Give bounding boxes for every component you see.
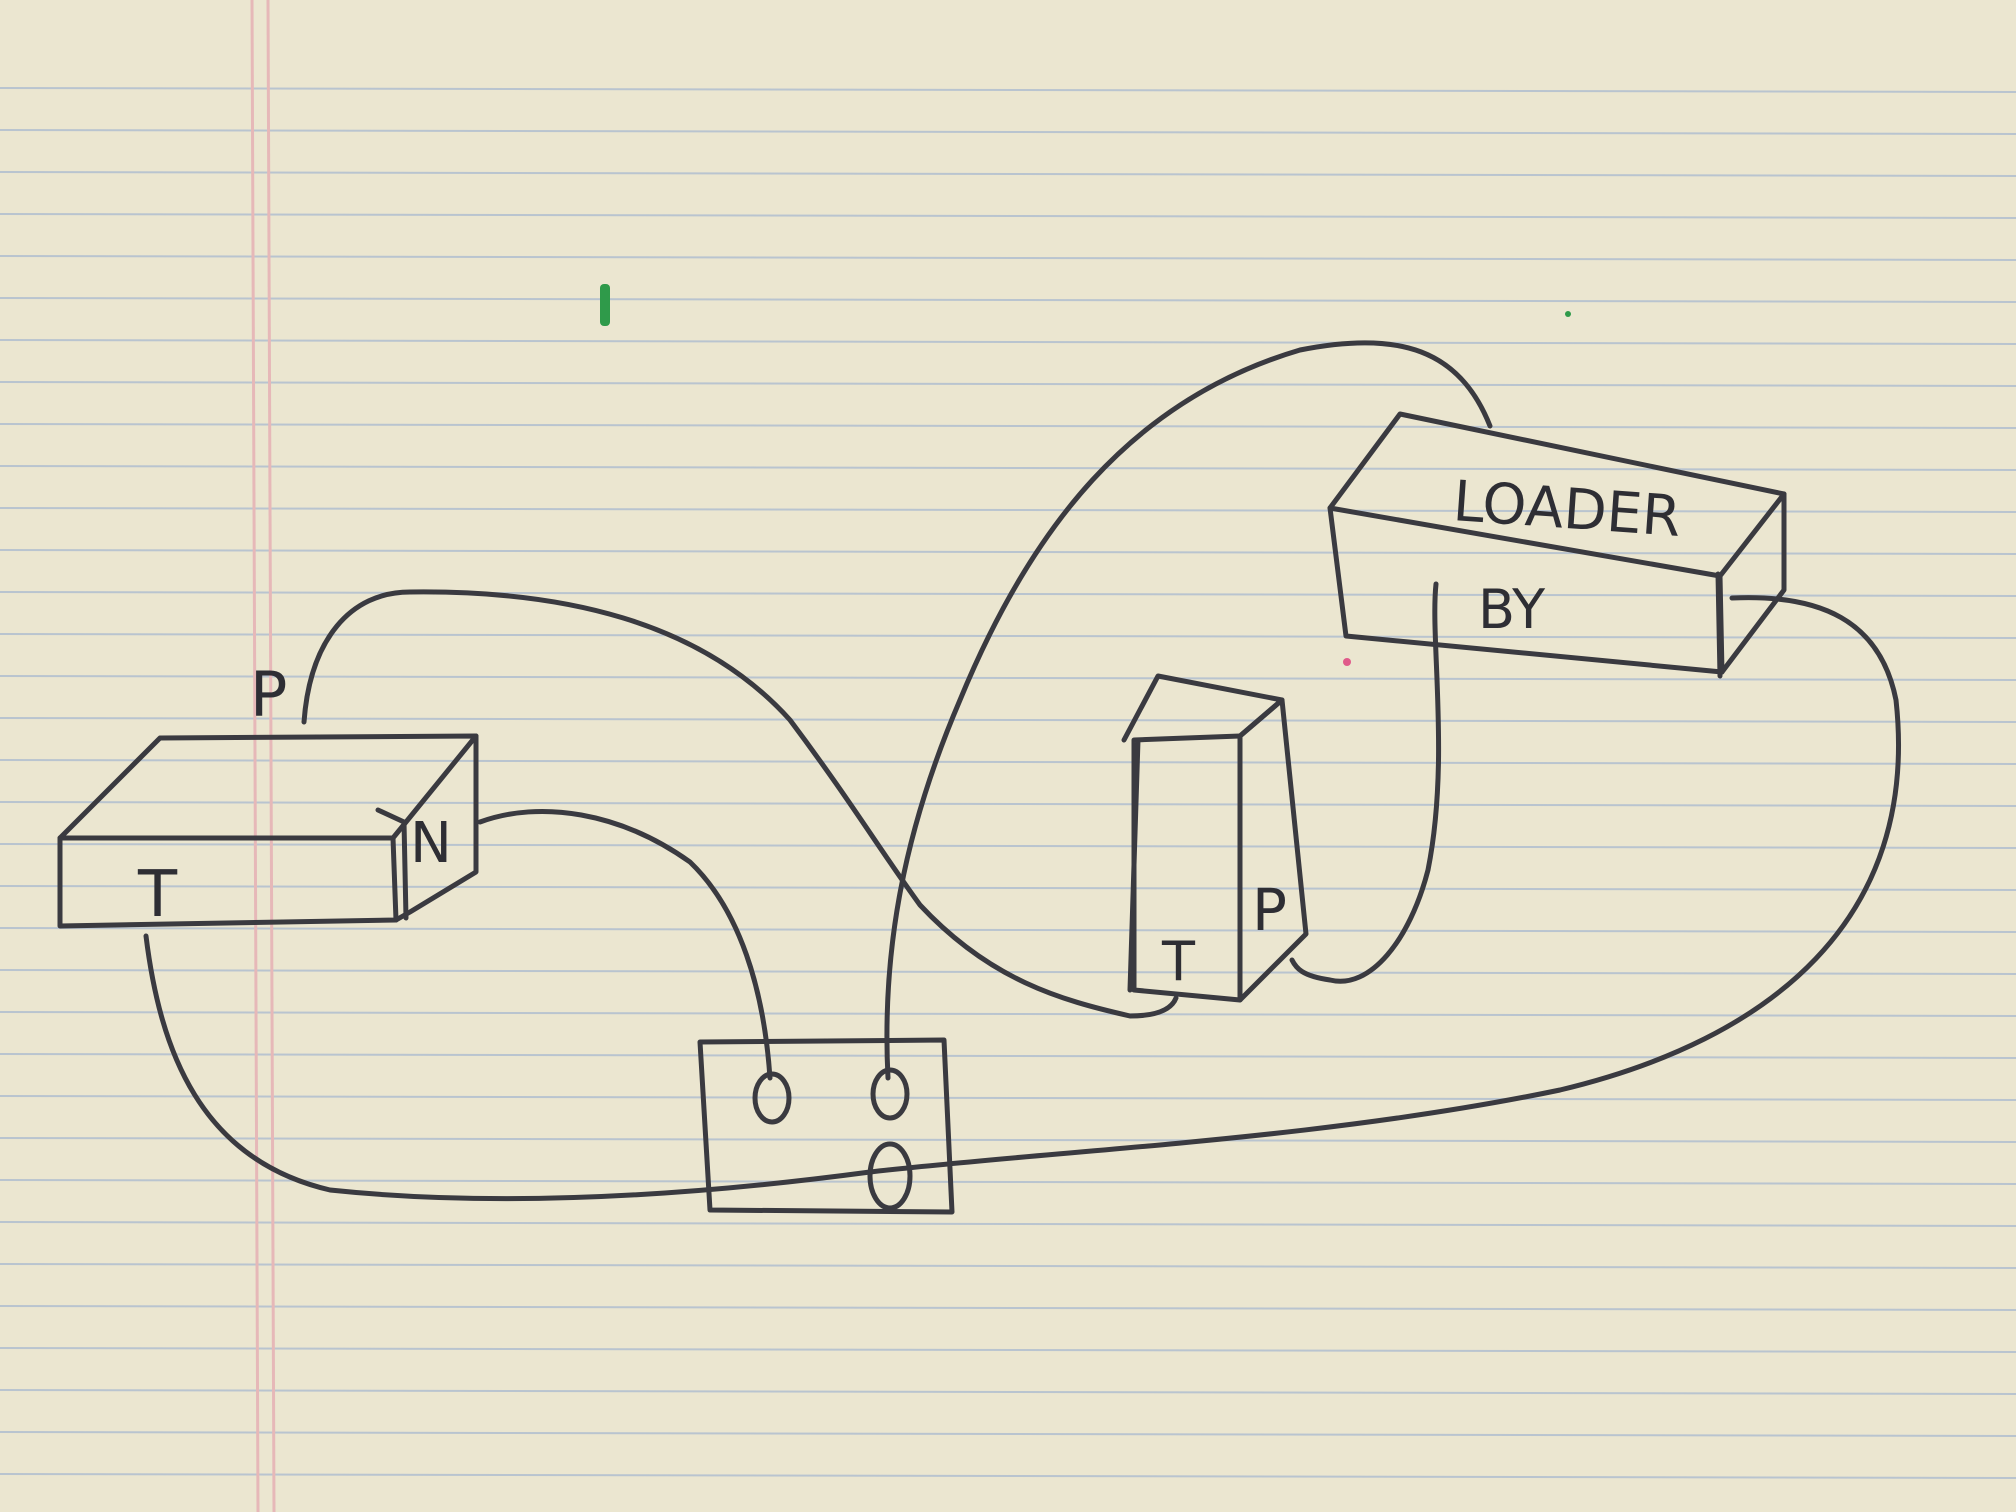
pink-dot bbox=[1343, 658, 1351, 666]
rule-line bbox=[0, 1431, 2016, 1437]
rule-line bbox=[0, 927, 2016, 933]
loader-box-top-label: LOADER bbox=[1451, 469, 1683, 550]
rule-line bbox=[0, 885, 2016, 891]
rule-line bbox=[0, 843, 2016, 849]
rule-line bbox=[0, 1305, 2016, 1311]
rule-line bbox=[0, 465, 2016, 471]
wire-outlet-to-loader bbox=[884, 340, 1493, 1081]
outlet-ground-slot bbox=[867, 1141, 913, 1211]
middle-box-front-label: T bbox=[1161, 930, 1196, 993]
middle-box: T P bbox=[1121, 673, 1309, 1003]
loader-box-front-label: BY bbox=[1478, 578, 1546, 641]
rule-line bbox=[0, 591, 2016, 597]
loader-box: LOADER BY bbox=[1327, 411, 1787, 679]
rule-line bbox=[0, 1179, 2016, 1185]
rule-line bbox=[0, 171, 2016, 177]
rule-line bbox=[0, 213, 2016, 219]
left-box-front-label: T bbox=[137, 858, 178, 932]
rule-line bbox=[0, 675, 2016, 681]
green-mark bbox=[600, 284, 610, 326]
rule-line bbox=[0, 717, 2016, 723]
rule-line bbox=[0, 87, 2016, 93]
rule-line bbox=[0, 1473, 2016, 1479]
middle-box-side-label: P bbox=[1252, 876, 1287, 944]
rule-line bbox=[0, 1263, 2016, 1269]
ruled-lines bbox=[0, 87, 2016, 1479]
rule-line bbox=[0, 381, 2016, 387]
wires bbox=[143, 340, 1902, 1202]
rule-line bbox=[0, 297, 2016, 303]
left-box-top-label: P bbox=[250, 658, 287, 731]
wire-left-t-to-loader-ground bbox=[143, 595, 1902, 1202]
rule-line bbox=[0, 759, 2016, 765]
rule-line bbox=[0, 423, 2016, 429]
wire-left-p-to-middle-t bbox=[301, 589, 1179, 1019]
rule-line bbox=[0, 507, 2016, 513]
rule-line bbox=[0, 1347, 2016, 1353]
wire-loader-by-to-middle-p bbox=[1289, 581, 1442, 984]
rule-line bbox=[0, 1095, 2016, 1101]
rule-line bbox=[0, 129, 2016, 135]
rule-line bbox=[0, 1053, 2016, 1059]
rule-line bbox=[0, 549, 2016, 555]
left-box: P T N bbox=[57, 658, 479, 932]
margin-lines bbox=[250, 0, 276, 1512]
rule-line bbox=[0, 1389, 2016, 1395]
rule-line bbox=[0, 339, 2016, 345]
rule-line bbox=[0, 1221, 2016, 1227]
left-box-side-label: N bbox=[410, 811, 452, 876]
rule-line bbox=[0, 633, 2016, 639]
rule-line bbox=[0, 1011, 2016, 1017]
green-dot bbox=[1565, 311, 1571, 317]
rule-line bbox=[0, 255, 2016, 261]
rule-line bbox=[0, 801, 2016, 807]
outlet-box bbox=[697, 1037, 955, 1215]
wire-left-n-to-outlet bbox=[477, 808, 773, 1081]
rule-line bbox=[0, 1137, 2016, 1143]
